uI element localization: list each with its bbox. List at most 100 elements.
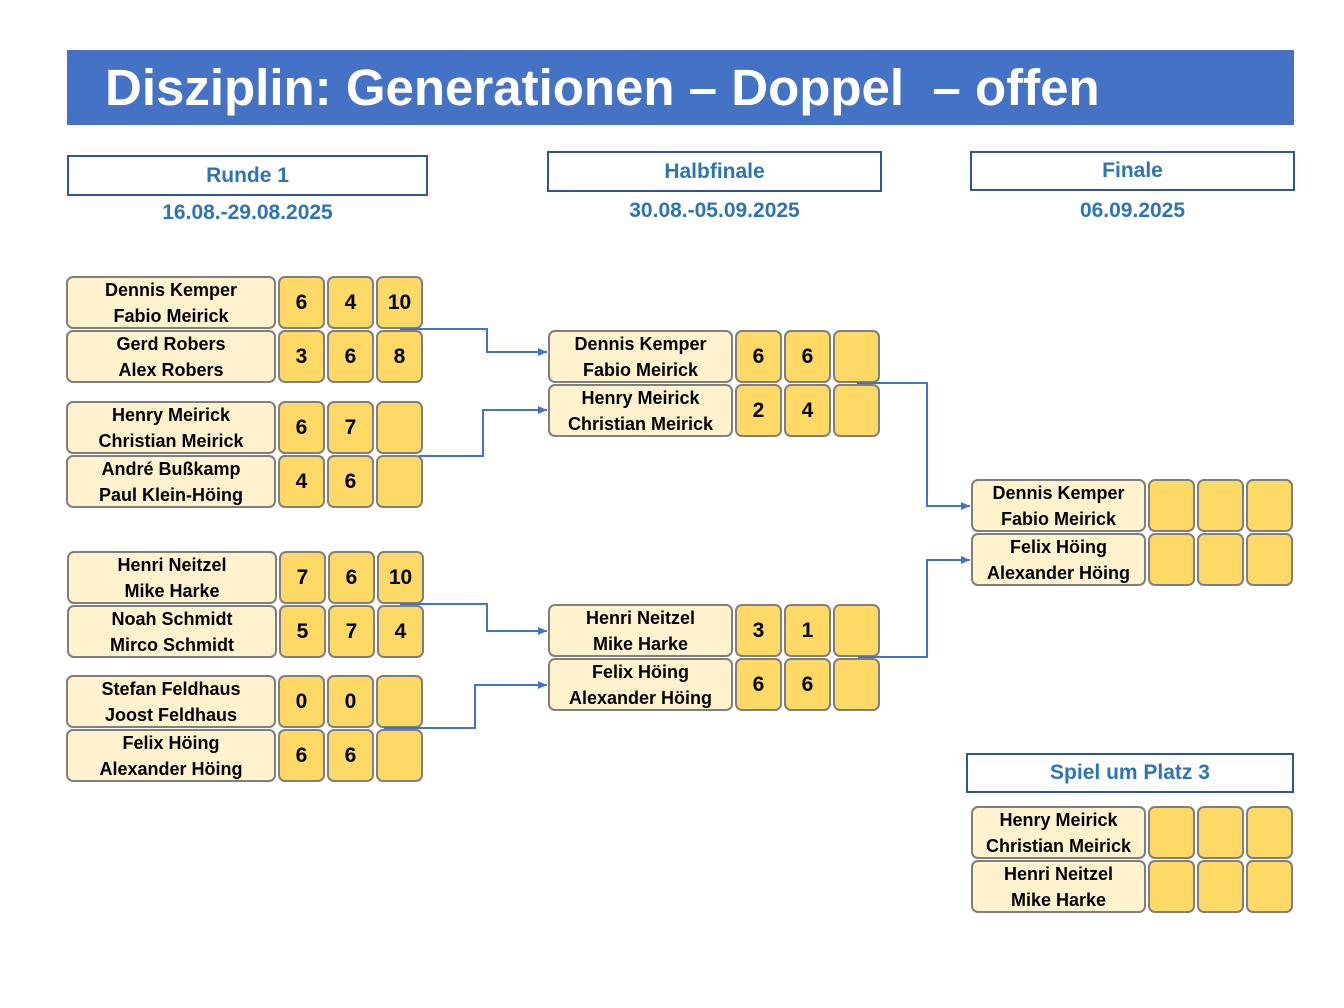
player-name: Dennis Kemper — [104, 279, 238, 300]
score-set-1: 4 — [278, 455, 325, 508]
score-set-1 — [1148, 479, 1195, 532]
semifinal-header: Halbfinale — [547, 151, 882, 192]
hf-m2-team-2-row: Felix Höing Alexander Höing 6 6 — [548, 658, 880, 711]
score-set-2: 4 — [327, 276, 374, 329]
team-name-box: Henry Meirick Christian Meirick — [971, 806, 1146, 859]
score-set-2 — [1197, 479, 1244, 532]
player-name: André Bußkamp — [101, 458, 241, 479]
r1-m2-team-2-row: André Bußkamp Paul Klein-Höing 4 6 — [66, 455, 423, 508]
third-place-team-1-row: Henry Meirick Christian Meirick — [971, 806, 1293, 859]
connector-r1-match2-to-sf-match1 — [419, 406, 547, 457]
hf-m1-team-2-row: Henry Meirick Christian Meirick 2 4 — [548, 384, 880, 437]
player-name: Henri Neitzel — [117, 554, 227, 575]
score-set-2: 6 — [784, 658, 831, 711]
team-name-box: Felix Höing Alexander Höing — [971, 533, 1146, 586]
player-name: Henry Meirick — [999, 809, 1118, 830]
score-set-2: 0 — [327, 675, 374, 728]
score-set-1: 0 — [278, 675, 325, 728]
score-set-2: 6 — [327, 455, 374, 508]
score-set-3 — [833, 604, 880, 657]
score-set-1: 6 — [735, 330, 782, 383]
final-team-1-row: Dennis Kemper Fabio Meirick — [971, 479, 1293, 532]
final-team-2-row: Felix Höing Alexander Höing — [971, 533, 1293, 586]
player-name: Dennis Kemper — [574, 333, 707, 354]
team-name-box: Henri Neitzel Mike Harke — [548, 604, 733, 657]
score-set-3 — [376, 675, 423, 728]
score-set-3: 4 — [377, 605, 424, 658]
player-name: Christian Meirick — [985, 835, 1132, 856]
score-set-3 — [1246, 806, 1293, 859]
player-name: Alexander Höing — [99, 758, 243, 779]
team-name-box: Dennis Kemper Fabio Meirick — [548, 330, 733, 383]
player-name: Mike Harke — [1010, 889, 1107, 910]
third-place-team-2-row: Henri Neitzel Mike Harke — [971, 860, 1293, 913]
score-set-3 — [376, 729, 423, 782]
r1-m3-team-2-row: Noah Schmidt Mirco Schmidt 5 7 4 — [67, 605, 424, 658]
r1-m1-team-1-row: Dennis Kemper Fabio Meirick 6 4 10 — [66, 276, 423, 329]
third-place-header: Spiel um Platz 3 — [966, 753, 1294, 793]
player-name: Mirco Schmidt — [109, 634, 234, 655]
score-set-1 — [1148, 860, 1195, 913]
score-set-1 — [1148, 806, 1195, 859]
player-name: Fabio Meirick — [582, 359, 699, 380]
score-set-1: 2 — [735, 384, 782, 437]
score-set-2 — [1197, 533, 1244, 586]
player-name: Henry Meirick — [581, 387, 700, 408]
team-name-box: Dennis Kemper Fabio Meirick — [66, 276, 276, 329]
team-name-box: Stefan Feldhaus Joost Feldhaus — [66, 675, 276, 728]
final-header: Finale — [970, 151, 1295, 191]
score-set-1: 6 — [735, 658, 782, 711]
player-name: Fabio Meirick — [1000, 508, 1117, 529]
score-set-2: 7 — [328, 605, 375, 658]
final-dates: 06.09.2025 — [1079, 199, 1186, 222]
player-name: Henri Neitzel — [585, 607, 696, 628]
team-name-box: Henri Neitzel Mike Harke — [971, 860, 1146, 913]
r1-m4-team-2-row: Felix Höing Alexander Höing 6 6 — [66, 729, 423, 782]
score-set-2: 1 — [784, 604, 831, 657]
score-set-3: 10 — [377, 551, 424, 604]
score-set-2: 6 — [327, 330, 374, 383]
title-banner: Disziplin: Generationen – Doppel – offen — [67, 50, 1294, 125]
player-name: Mike Harke — [124, 580, 220, 601]
team-name-box: Felix Höing Alexander Höing — [548, 658, 733, 711]
score-set-3 — [833, 330, 880, 383]
player-name: Alex Robers — [118, 359, 224, 380]
team-name-box: Henry Meirick Christian Meirick — [66, 401, 276, 454]
player-name: Felix Höing — [1009, 536, 1107, 557]
hf-m1-team-1-row: Dennis Kemper Fabio Meirick 6 6 — [548, 330, 880, 383]
r1-m1-team-2-row: Gerd Robers Alex Robers 3 6 8 — [66, 330, 423, 383]
semifinal-dates: 30.08.-05.09.2025 — [629, 199, 800, 222]
player-name: Henri Neitzel — [1003, 863, 1114, 884]
player-name: Felix Höing — [591, 661, 689, 682]
round-1-header: Runde 1 — [67, 155, 428, 196]
team-name-box: André Bußkamp Paul Klein-Höing — [66, 455, 276, 508]
player-name: Alexander Höing — [568, 687, 713, 708]
score-set-3: 8 — [376, 330, 423, 383]
player-name: Fabio Meirick — [113, 305, 229, 326]
score-set-1: 5 — [279, 605, 326, 658]
player-name: Gerd Robers — [116, 333, 226, 354]
page-title: Disziplin: Generationen – Doppel – offen — [105, 59, 1100, 116]
hf-m2-team-1-row: Henri Neitzel Mike Harke 3 1 — [548, 604, 880, 657]
score-set-1 — [1148, 533, 1195, 586]
r1-m2-team-1-row: Henry Meirick Christian Meirick 6 7 — [66, 401, 423, 454]
score-set-2: 4 — [784, 384, 831, 437]
player-name: Dennis Kemper — [992, 482, 1125, 503]
player-name: Mike Harke — [592, 633, 689, 654]
score-set-2: 6 — [328, 551, 375, 604]
player-name: Alexander Höing — [986, 562, 1131, 583]
score-set-3 — [833, 658, 880, 711]
score-set-3 — [1246, 860, 1293, 913]
score-set-1: 3 — [735, 604, 782, 657]
player-name: Noah Schmidt — [111, 608, 233, 629]
r1-m4-team-1-row: Stefan Feldhaus Joost Feldhaus 0 0 — [66, 675, 423, 728]
team-name-box: Henry Meirick Christian Meirick — [548, 384, 733, 437]
player-name: Henry Meirick — [111, 404, 231, 425]
score-set-1: 6 — [278, 401, 325, 454]
score-set-3 — [1246, 479, 1293, 532]
player-name: Paul Klein-Höing — [99, 484, 243, 505]
team-name-box: Noah Schmidt Mirco Schmidt — [67, 605, 277, 658]
team-name-box: Henri Neitzel Mike Harke — [67, 551, 277, 604]
team-name-box: Felix Höing Alexander Höing — [66, 729, 276, 782]
